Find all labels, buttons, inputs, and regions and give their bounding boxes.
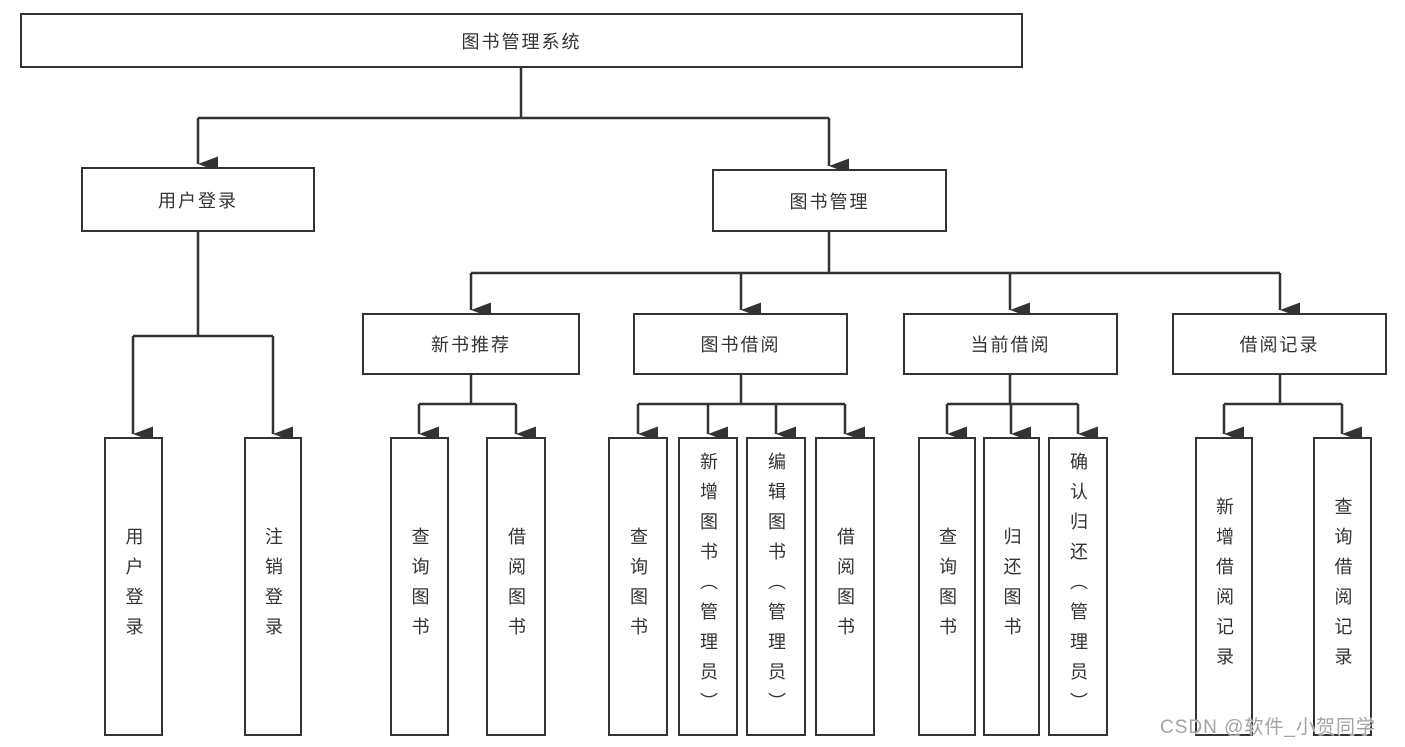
node-user-login: 用户登录: [81, 167, 315, 232]
node-borrow-records: 借阅记录: [1172, 313, 1387, 375]
leaf-add-borrow-record: 新增借阅记录: [1195, 437, 1253, 736]
leaf-query-books-borrow: 查询图书: [608, 437, 668, 736]
node-new-books: 新书推荐: [362, 313, 580, 375]
node-root: 图书管理系统: [20, 13, 1023, 68]
leaf-logout: 注销登录: [244, 437, 302, 736]
leaf-add-book-admin: 新增图书（管理员）: [678, 437, 738, 736]
leaf-borrow-books-borrow: 借阅图书: [815, 437, 875, 736]
node-book-mgmt: 图书管理: [712, 169, 947, 232]
leaf-query-borrow-record: 查询借阅记录: [1313, 437, 1372, 736]
leaf-user-login: 用户登录: [104, 437, 163, 736]
leaf-query-books-current: 查询图书: [918, 437, 976, 736]
leaf-confirm-return-admin: 确认归还（管理员）: [1048, 437, 1108, 736]
leaf-return-books: 归还图书: [983, 437, 1040, 736]
csdn-watermark: CSDN @软件_小贺同学: [1160, 717, 1376, 738]
leaf-edit-book-admin: 编辑图书（管理员）: [746, 437, 806, 736]
node-current-borrow: 当前借阅: [903, 313, 1118, 375]
leaf-query-books-new: 查询图书: [390, 437, 449, 736]
leaf-borrow-books-new: 借阅图书: [486, 437, 546, 736]
node-book-borrow: 图书借阅: [633, 313, 848, 375]
